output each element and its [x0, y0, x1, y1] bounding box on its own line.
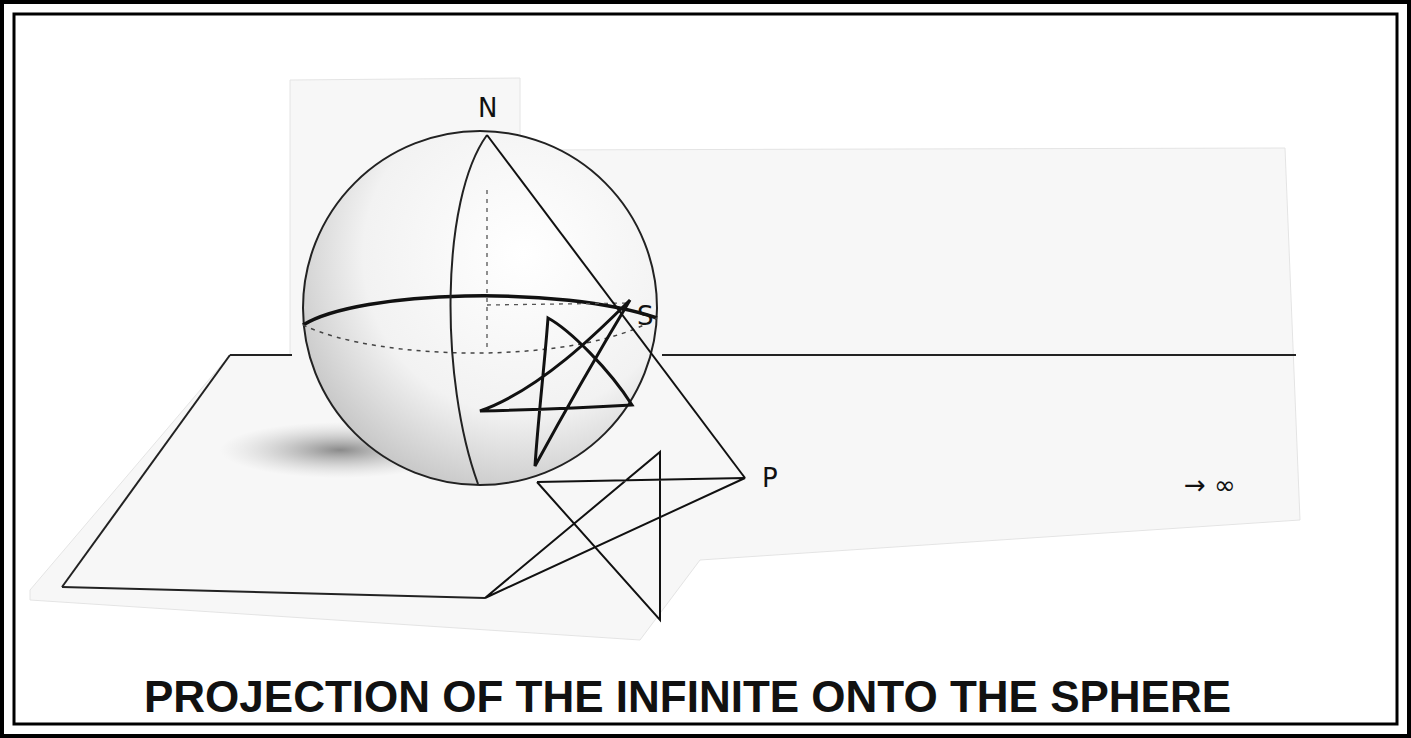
- axis-dashed: [486, 190, 487, 350]
- sphere-star: [480, 300, 632, 466]
- projection-ray: [487, 135, 745, 478]
- equator-back: [303, 296, 657, 325]
- equator-front: [303, 318, 657, 353]
- meridian: [451, 135, 487, 484]
- point-label: P: [762, 465, 778, 491]
- pole-label: N: [478, 95, 497, 121]
- plane-star: [485, 452, 745, 620]
- caption: PROJECTION OF THE INFINITE ONTO THE SPHE…: [144, 675, 1231, 719]
- sphere: [303, 131, 657, 485]
- infinity-label: → ∞: [1184, 472, 1236, 498]
- radius-dashed: [487, 303, 630, 305]
- inner-frame: [14, 14, 1397, 724]
- point-label: S: [637, 303, 654, 329]
- paper-cutout: [30, 78, 1300, 640]
